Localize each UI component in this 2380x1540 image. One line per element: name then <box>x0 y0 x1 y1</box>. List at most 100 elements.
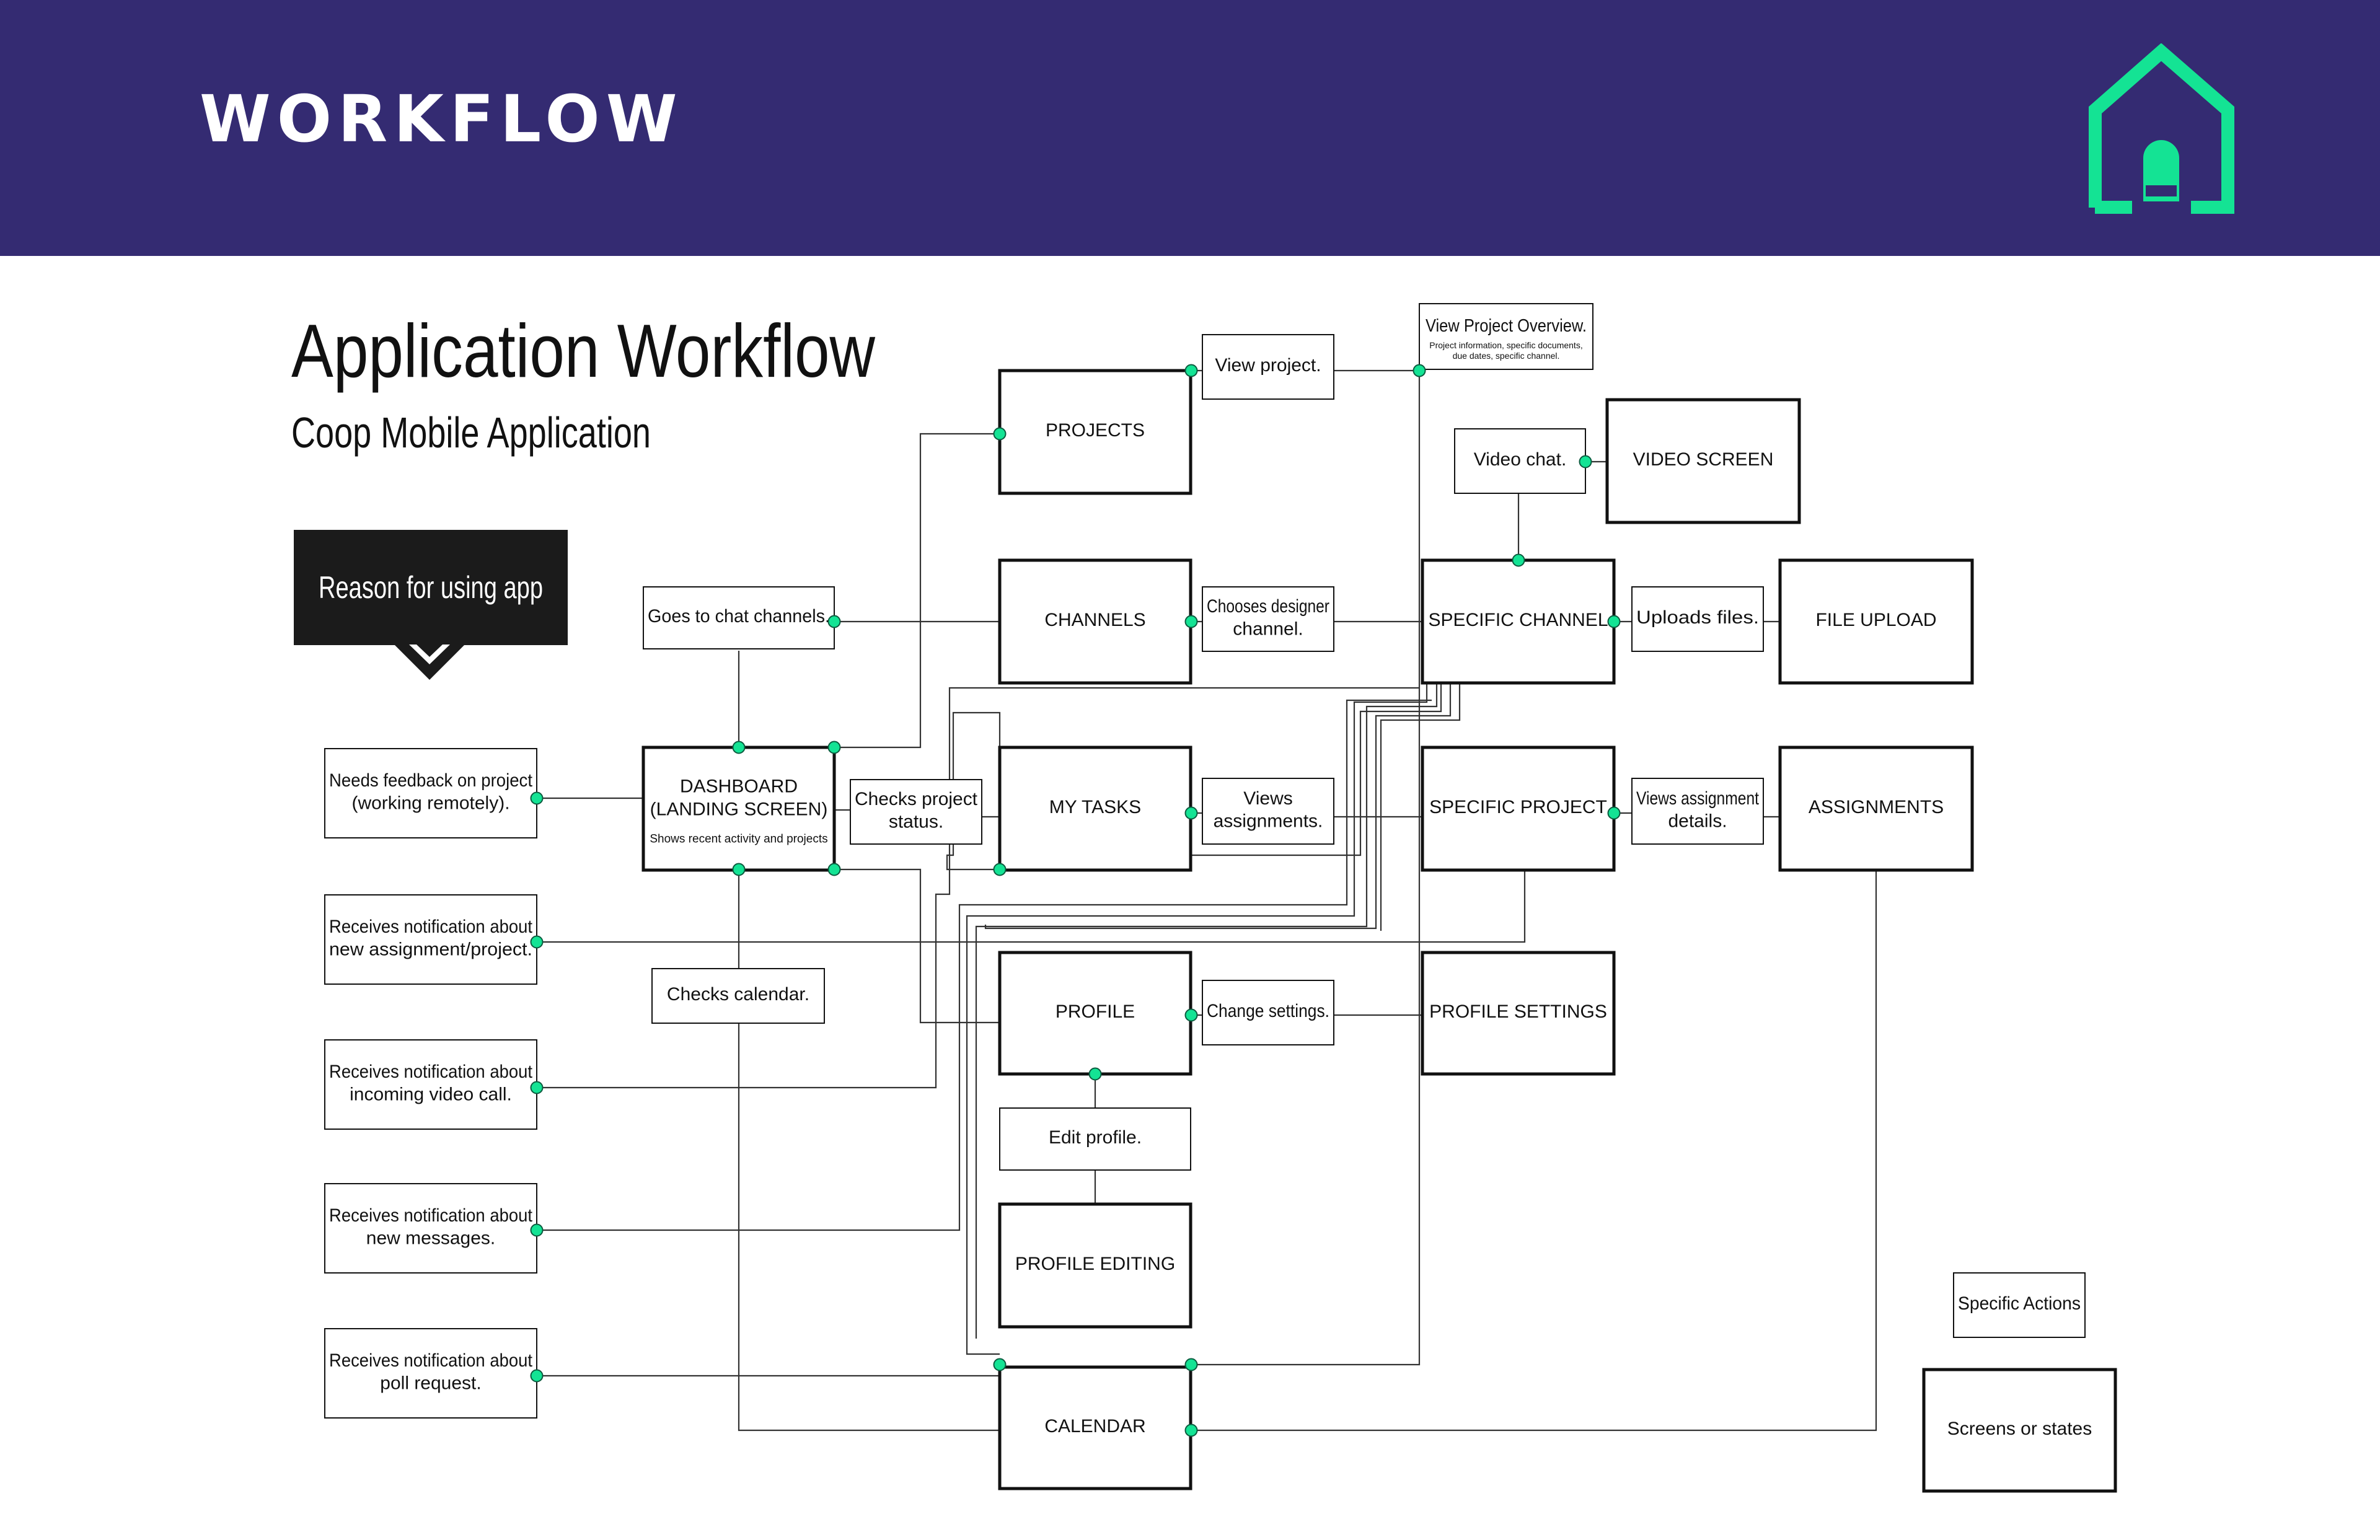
action-view-overview: View Project Overview.Project informatio… <box>1419 303 1593 370</box>
screen-specific-channel: SPECIFIC CHANNEL <box>1421 558 1616 685</box>
reason-messages-label: new messages. <box>366 1228 495 1249</box>
screen-calendar: CALENDAR <box>998 1365 1192 1490</box>
action-video-chat-label: Video chat. <box>1474 449 1567 470</box>
connector-dot <box>1184 806 1198 820</box>
connector-dot <box>530 1369 544 1383</box>
connector-dot <box>1184 364 1198 377</box>
screen-projects: PROJECTS <box>998 369 1192 495</box>
connector-dot <box>1512 553 1525 567</box>
header-title: WORKFLOW <box>200 81 684 157</box>
screen-profile-editing: PROFILE EDITING <box>998 1202 1192 1329</box>
screen-dashboard-label: (LANDING SCREEN) <box>650 799 828 819</box>
legend-actions-label: Specific Actions <box>1958 1293 2081 1314</box>
reason-poll-label: poll request. <box>380 1373 481 1394</box>
reason-messages-label: Receives notification about <box>329 1205 533 1226</box>
action-views-assignments-label: assignments. <box>1214 811 1323 832</box>
action-views-details-label: details. <box>1668 811 1727 832</box>
action-checks-status-label: status. <box>889 812 943 832</box>
action-edit-profile: Edit profile. <box>999 1107 1191 1171</box>
connector-dot <box>530 1223 544 1237</box>
diagram-subtitle: Coop Mobile Application <box>291 408 651 457</box>
connector-dot <box>993 1358 1007 1371</box>
screen-assignments: ASSIGNMENTS <box>1778 746 1974 872</box>
legend-screens: Screens or states <box>1922 1368 2117 1493</box>
connector-dot <box>1607 615 1621 628</box>
action-goes-chat-label: Goes to chat channels. <box>648 606 830 627</box>
screen-channels: CHANNELS <box>998 558 1192 685</box>
screen-video: VIDEO SCREEN <box>1605 398 1801 524</box>
connector-dot <box>1607 806 1621 820</box>
action-view-project-label: View project. <box>1215 355 1321 376</box>
connector-dot <box>732 863 746 876</box>
connector-dot <box>1184 1358 1198 1371</box>
action-uploads-files-label: Uploads files. <box>1636 607 1759 628</box>
screen-projects-label: PROJECTS <box>1046 420 1145 441</box>
callout-label: Reason for using app <box>319 570 543 605</box>
action-change-settings-label: Change settings. <box>1207 1001 1329 1021</box>
screen-profile: PROFILE <box>998 951 1192 1076</box>
house-icon <box>2089 43 2234 214</box>
action-checks-status: Checks project status. <box>850 779 982 845</box>
reason-feedback-label: (working remotely). <box>351 793 509 814</box>
connector-dot <box>993 863 1007 876</box>
reason-video-label: Receives notification about <box>329 1062 533 1082</box>
action-video-chat: Video chat. <box>1454 428 1586 494</box>
reason-poll-label: Receives notification about <box>329 1350 533 1371</box>
action-chooses-channel-label: Chooses designer <box>1207 596 1329 617</box>
connector-dot <box>530 935 544 949</box>
connector-dot <box>1579 455 1592 469</box>
legend-actions: Specific Actions <box>1953 1272 2086 1338</box>
screen-dashboard-label: DASHBOARD <box>680 777 798 797</box>
connector-dot <box>827 741 841 754</box>
screen-file-upload-label: FILE UPLOAD <box>1815 610 1936 630</box>
action-checks-status-label: Checks project <box>855 789 978 809</box>
reason-feedback: Needs feedback on project(working remote… <box>324 748 537 838</box>
reason-assignment-label: new assignment/project. <box>329 939 532 960</box>
connector-dot <box>827 863 841 876</box>
overview-title: View Project Overview. <box>1426 316 1587 336</box>
connector-dot <box>1088 1067 1102 1081</box>
reason-video: Receives notification about incoming vide… <box>324 1039 537 1130</box>
action-change-settings: Change settings. <box>1202 980 1334 1045</box>
connector-dot <box>1184 1423 1198 1437</box>
reason-video-label: incoming video call. <box>350 1085 512 1105</box>
reason-callout: Reason for using app <box>294 530 568 680</box>
action-uploads-files: Uploads files. <box>1631 586 1764 652</box>
screen-specific-channel-label: SPECIFIC CHANNEL <box>1428 610 1608 630</box>
screen-specific-project: SPECIFIC PROJECT <box>1421 746 1616 872</box>
connector-dot <box>1184 1008 1198 1022</box>
reason-feedback-label: Needs feedback on project <box>329 770 533 791</box>
connector-dots <box>530 364 1621 1437</box>
action-edit-profile-label: Edit profile. <box>1049 1127 1142 1148</box>
screen-my-tasks-label: MY TASKS <box>1049 797 1141 817</box>
diagram-title: Application Workflow <box>291 309 876 393</box>
screen-file-upload: FILE UPLOAD <box>1778 558 1974 685</box>
overview-note: due dates, specific channel. <box>1453 351 1560 361</box>
connector-dot <box>732 741 746 754</box>
action-checks-calendar-label: Checks calendar. <box>667 984 809 1005</box>
connector-dot <box>530 791 544 805</box>
connector-lines <box>537 369 1877 1432</box>
action-chooses-channel-label: channel. <box>1233 619 1303 640</box>
screen-profile-settings: PROFILE SETTINGS <box>1421 951 1616 1076</box>
header-bar: WORKFLOW <box>0 0 2380 256</box>
action-checks-calendar: Checks calendar. <box>651 968 825 1024</box>
connector-dot <box>1413 364 1426 377</box>
connector-dot <box>1184 615 1198 628</box>
action-goes-chat: Goes to chat channels. <box>643 586 835 649</box>
action-views-assignments-label: Views <box>1243 788 1292 809</box>
legend-screens-label: Screens or states <box>1947 1419 2092 1439</box>
screen-dashboard-note: Shows recent activity and projects <box>650 833 827 846</box>
action-view-project: View project. <box>1202 334 1334 400</box>
screen-profile-settings-label: PROFILE SETTINGS <box>1429 1001 1607 1022</box>
screen-profile-label: PROFILE <box>1056 1001 1135 1022</box>
connector-dot <box>530 1081 544 1094</box>
screen-assignments-label: ASSIGNMENTS <box>1809 797 1944 817</box>
screen-profile-editing-label: PROFILE EDITING <box>1015 1254 1175 1274</box>
